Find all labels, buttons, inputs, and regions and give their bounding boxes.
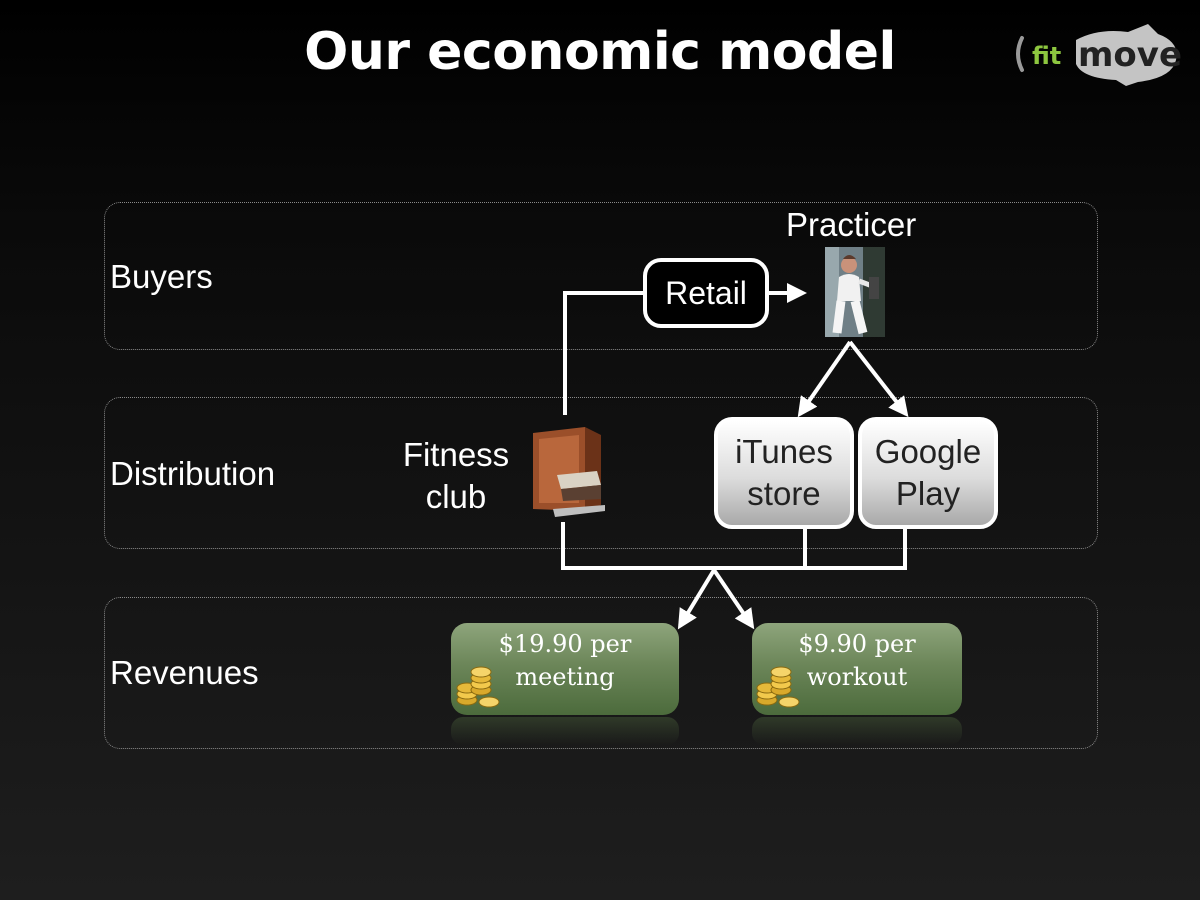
person-photo-icon [825,247,885,337]
practicer-to-itunes-arrow [797,340,852,418]
revenue-meeting-reflection [451,717,679,745]
slide-title: Our economic model [304,22,896,82]
practicer-to-google-arrow [848,340,909,418]
itunes-store-line1: iTunes [735,433,833,470]
fitness-club-building-icon [527,425,607,525]
gold-coins-icon [455,660,503,708]
fitness-club-label: Fitness club [398,434,514,518]
google-play-node: Google Play [858,417,998,529]
google-play-line1: Google [874,433,982,470]
revenue-workout-line2: workout [806,663,908,691]
itunes-store-line2: store [747,475,821,512]
lane-label-distribution: Distribution [110,455,276,492]
revenue-workout-reflection [752,717,962,745]
fitness-club-label-line1: Fitness [402,436,510,473]
retail-node: Retail [643,258,769,328]
revenue-meeting-line2: meeting [515,663,615,691]
fitmove-logo: fit move [1008,20,1182,88]
to-meeting-arrow [677,568,716,630]
practicer-label: Practicer [786,206,917,243]
revenue-meeting-line1: $19.90 per [498,630,632,658]
google-play-line2: Play [895,475,961,512]
lane-distribution [104,397,1098,549]
lane-label-buyers: Buyers [110,258,213,295]
itunes-store-node: iTunes store [714,417,854,529]
distribution-collector-line [561,522,907,570]
gold-coins-icon [755,660,803,708]
revenue-workout-line1: $9.90 per [798,630,916,658]
fitness-club-label-line2: club [425,478,487,515]
to-workout-arrow [712,568,755,630]
club-to-retail-line [563,291,643,415]
lane-label-revenues: Revenues [110,654,259,691]
lane-revenues [104,597,1098,749]
logo-text-move: move [1078,35,1182,75]
lane-buyers [104,202,1098,350]
logo-text-fit: fit [1032,42,1061,70]
